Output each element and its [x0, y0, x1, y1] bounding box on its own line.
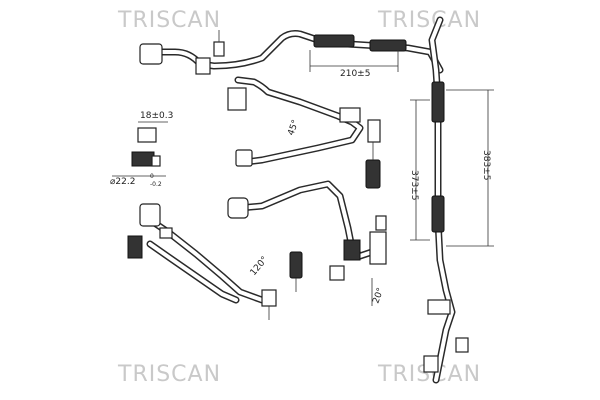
- watermark-bottom-left: TRISCAN: [118, 362, 222, 387]
- dimension-210-label: 210±5: [340, 69, 370, 79]
- top-clamp: [195, 57, 211, 75]
- watermark-top-right: TRISCAN: [378, 8, 482, 33]
- middle-sensor: [367, 119, 381, 143]
- dimension-210: 210±5: [309, 50, 399, 79]
- top-hose-assembly: [139, 30, 444, 75]
- center-coupler: [343, 239, 361, 261]
- angle-20-label: 20°: [371, 287, 386, 305]
- angle-120-label: 120°: [249, 255, 271, 278]
- right-hose-assembly: [423, 16, 469, 384]
- detail-fitting-upper: [137, 127, 157, 143]
- middle-upper-fitting: [227, 87, 247, 111]
- middle-hose-assembly: 45°: [227, 76, 381, 189]
- right-flexible-section: [431, 81, 445, 123]
- flexible-hose-section-2: [369, 39, 407, 52]
- middle-lower-fitting: [235, 149, 253, 167]
- top-hose-end-fitting: [139, 43, 163, 65]
- center-lower-fitting: [329, 265, 345, 281]
- angle-45-label: 45°: [286, 119, 301, 137]
- left-upper-fitting: [139, 203, 161, 227]
- center-hose-assembly: 20°: [227, 180, 387, 306]
- right-flexible-section-2: [431, 195, 445, 233]
- diameter-tol-bottom: -0.2: [150, 181, 162, 188]
- right-end-fitting: [455, 337, 469, 353]
- center-bracket: [369, 231, 387, 265]
- watermark-top-left: TRISCAN: [118, 8, 222, 33]
- flexible-hose-section: [313, 34, 355, 48]
- middle-connector: [339, 107, 361, 123]
- left-coupler: [289, 251, 303, 279]
- detail-fitting: 18±0.3 ⌀22.2 0 -0.2: [110, 111, 173, 188]
- top-sensor: [213, 41, 225, 57]
- left-bracket: [261, 289, 277, 307]
- left-clamp: [127, 235, 143, 259]
- right-bottom-clamp: [423, 355, 439, 373]
- dimension-383-label: 383±5: [481, 150, 491, 180]
- width-18-label: 18±0.3: [140, 111, 173, 121]
- right-bracket: [427, 299, 451, 315]
- detail-fitting-lower: [131, 151, 155, 167]
- left-hose-assembly: 120°: [127, 203, 303, 320]
- diameter-tol-top: 0: [150, 173, 154, 180]
- dimension-383: 383±5: [446, 89, 494, 247]
- dimension-373: 373±5: [409, 99, 430, 241]
- center-end-fitting: [227, 197, 249, 219]
- diameter-22-label: ⌀22.2: [110, 177, 135, 187]
- middle-coupler: [365, 159, 381, 189]
- center-sensor: [375, 215, 387, 231]
- dimension-373-label: 373±5: [409, 170, 419, 200]
